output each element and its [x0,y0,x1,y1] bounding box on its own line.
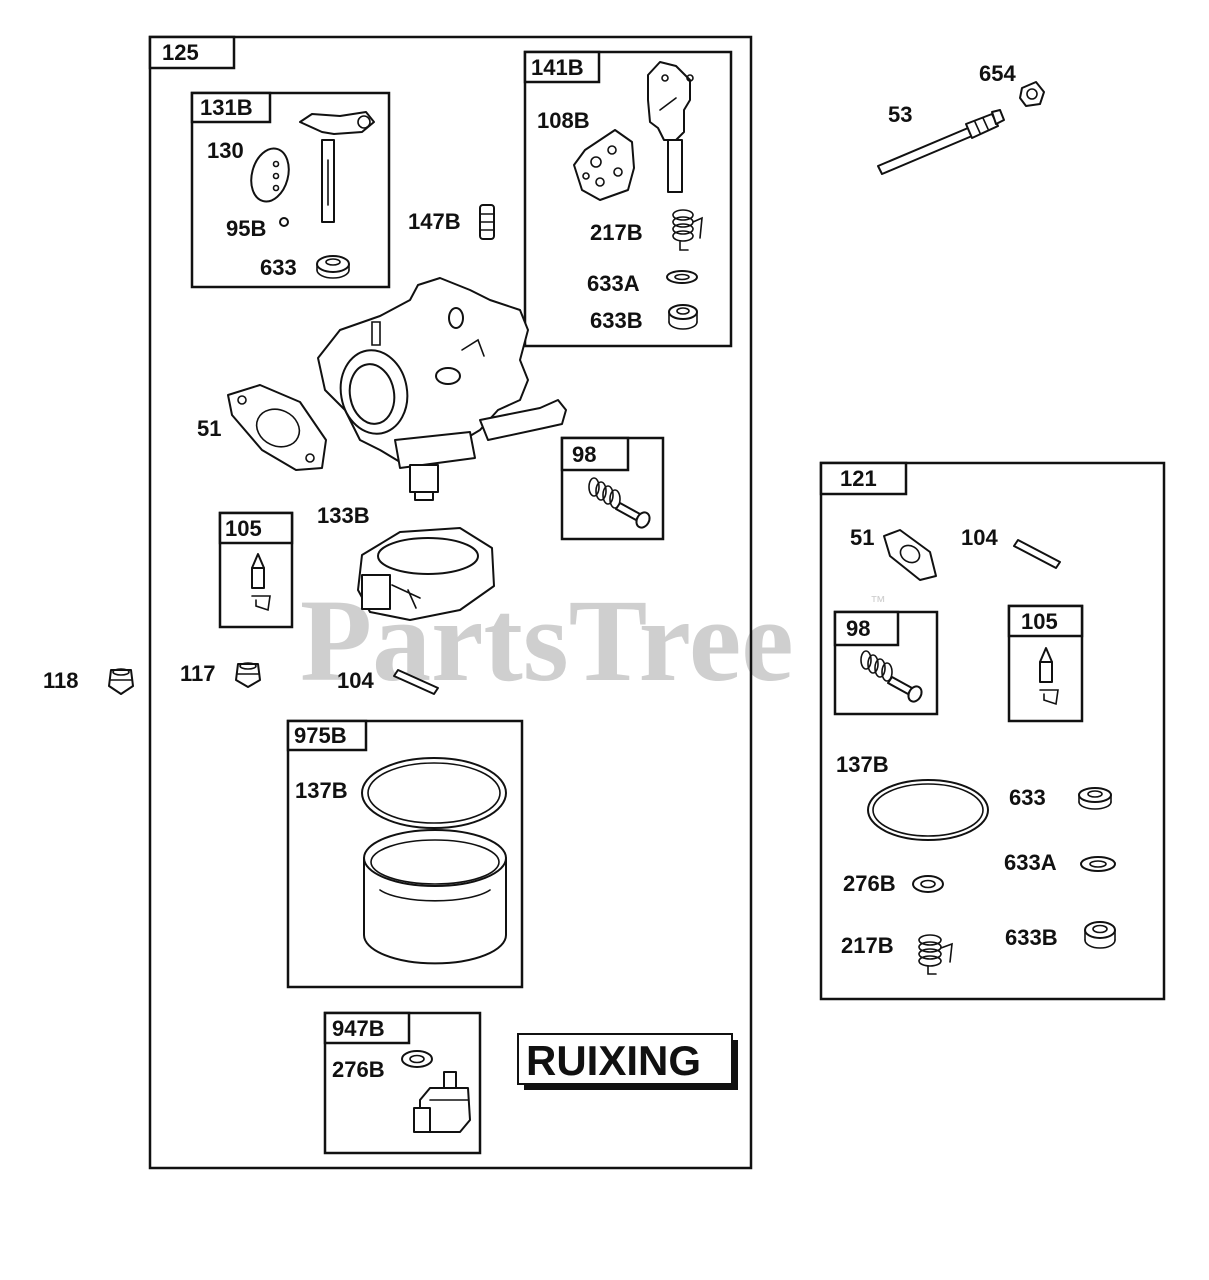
kit-141B-box: 141B 108B 217B 633A 633B [523,50,733,348]
washer-633B-kit-part [1084,921,1116,949]
o-ring-137B-kit-part [867,779,989,841]
kit-125-box: 125 [148,35,753,1170]
float-needle-in-121-part [1039,647,1059,706]
label-53: 53 [888,102,912,127]
kit-125-label: 125 [162,40,199,65]
kit-131B-box: 131B 130 95B 633 [190,91,391,289]
label-104: 104 [337,668,374,693]
kit-105-in-121-box: 105 [1007,604,1084,723]
label-118: 118 [43,668,79,693]
screw-147B-part [479,204,495,240]
label-217B-kit: 217B [841,933,894,958]
gasket-51-kit-part [883,529,937,581]
pin-104-part [393,669,439,695]
label-104-kit: 104 [961,525,998,550]
label-276B: 276B [332,1057,385,1082]
float-needle-part [251,553,271,612]
gasket-51-part [227,384,327,471]
washer-633A-kit-part [1080,856,1116,872]
kit-947B-box: 947B 276B [323,1011,482,1155]
float-bowl-part [363,829,507,965]
screw-95B-part [279,217,289,227]
kit-121-label: 121 [840,466,877,491]
kit-947B-label: 947B [332,1016,385,1041]
brand-logo: RUIXING [517,1033,738,1090]
label-137B: 137B [295,778,348,803]
label-137B-kit: 137B [836,752,889,777]
kit-98-box: 98 [560,436,665,541]
label-654: 654 [979,61,1016,86]
washer-633-kit-part [1078,787,1112,810]
label-147B: 147B [408,209,461,234]
pin-104-kit-part [1013,539,1061,569]
idle-screw-part [615,502,651,529]
float-133B-part [357,527,495,621]
fuel-solenoid-part [413,1071,471,1133]
stud-53-part [877,109,1005,175]
spring-217B-part [672,209,703,251]
label-217B: 217B [590,220,643,245]
kit-98-label: 98 [572,442,596,467]
label-633B-kit: 633B [1005,925,1058,950]
gasket-108B-part [573,129,635,201]
carburetor-body-part [317,277,567,501]
idle-screw-in-121-part [887,676,923,703]
nut-654-part [1019,81,1045,107]
washer-633B-part [668,304,698,330]
label-633B: 633B [590,308,643,333]
label-633A: 633A [587,271,640,296]
label-95B: 95B [226,216,266,241]
label-133B: 133B [317,503,370,528]
label-117: 117 [180,661,216,686]
kit-121-box: 121 51 104 98 [819,461,1166,1001]
watermark-tm: ™ [870,594,886,611]
kit-98-in-121-label: 98 [846,616,870,641]
label-633-kit: 633 [1009,785,1046,810]
washer-633A-part [666,270,698,284]
spring-in-121-part [860,650,893,682]
label-633: 633 [260,255,297,280]
throttle-shaft-part [299,111,375,223]
choke-shaft-part [647,61,694,193]
o-ring-137B-part [361,757,507,829]
washer-276B-part [401,1050,433,1068]
brand-text: RUIXING [526,1037,701,1084]
label-108B: 108B [537,108,590,133]
label-51-kit: 51 [850,525,874,550]
label-276B-kit: 276B [843,871,896,896]
label-51: 51 [197,416,221,441]
throttle-plate-part [250,147,290,203]
nut-118-part [108,668,134,695]
kit-975B-label: 975B [294,723,347,748]
kit-141B-label: 141B [531,55,584,80]
kit-105-in-121-label: 105 [1021,609,1058,634]
label-633A-kit: 633A [1004,850,1057,875]
kit-98-in-121-box: 98 [833,610,939,716]
label-130: 130 [207,138,244,163]
kit-975B-box: 975B 137B [286,719,524,989]
spring-part [588,477,621,509]
nut-117-part [235,662,261,688]
kit-105-box: 105 [218,511,294,629]
kit-131B-label: 131B [200,95,253,120]
spring-217B-kit-part [918,934,953,975]
washer-633-part [316,255,350,279]
washer-276B-kit-part [912,875,944,893]
kit-105-label: 105 [225,516,262,541]
